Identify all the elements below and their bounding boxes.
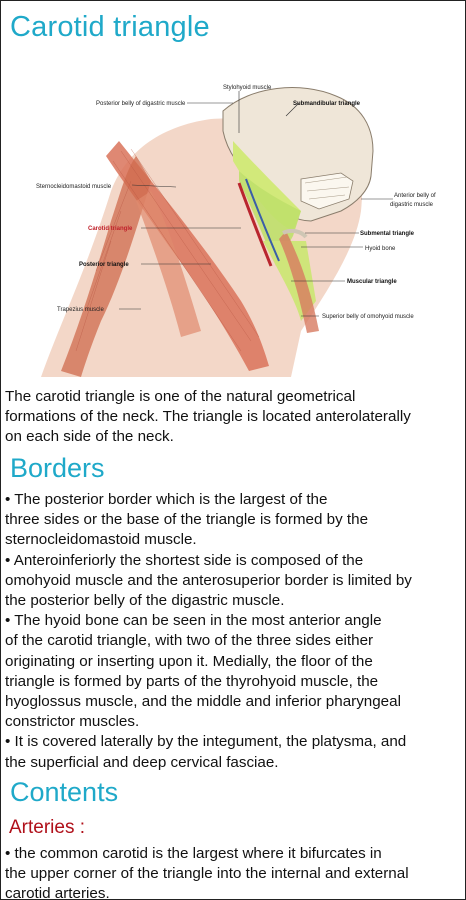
- label-trapezius: Trapezius muscle: [57, 307, 104, 313]
- anatomy-figure: Stylohyoid muscle Posterior belly of dig…: [1, 71, 465, 377]
- borders-line: sternocleidomastoid muscle.: [5, 531, 197, 549]
- borders-line: constrictor muscles.: [5, 713, 140, 731]
- label-submandibular: Submandibular triangle: [293, 101, 361, 107]
- borders-line: originating or inserting upon it. Medial…: [5, 652, 373, 670]
- contents-line: the upper corner of the triangle into th…: [5, 865, 409, 883]
- label-sternocleidomastoid: Sternocleidomastoid muscle: [36, 184, 112, 190]
- neck-illustration: Stylohyoid muscle Posterior belly of dig…: [36, 85, 436, 377]
- hyoid-bone-shape: [282, 228, 308, 239]
- borders-text: • The posterior border which is the larg…: [5, 490, 465, 773]
- contents-heading: Contents: [10, 777, 119, 807]
- borders-line: • Anteroinferiorly the shortest side is …: [5, 551, 364, 569]
- borders-heading: Borders: [10, 453, 105, 483]
- intro-line: formations of the neck. The triangle is …: [5, 408, 411, 426]
- label-anterior-belly: Anterior belly of: [394, 193, 436, 199]
- borders-line: three sides or the base of the triangle …: [5, 511, 369, 529]
- borders-line: omohyoid muscle and the anterosuperior b…: [5, 571, 412, 589]
- trapezius-shape: [61, 156, 151, 377]
- borders-line: • The posterior border which is the larg…: [5, 491, 328, 508]
- leader-lines: [119, 91, 393, 317]
- intro-line: on each side of the neck.: [5, 428, 174, 446]
- label-posterior-belly-digastric: Posterior belly of digastric muscle: [96, 101, 186, 107]
- muscle-fibers: [75, 148, 260, 352]
- label-hyoid: Hyoid bone: [365, 246, 396, 252]
- label-posterior-triangle: Posterior triangle: [79, 262, 129, 268]
- teeth-lines: [304, 176, 350, 200]
- arteries-heading: Arteries :: [9, 817, 86, 838]
- jugular-vein-shape: [245, 178, 280, 262]
- label-carotid-triangle: Carotid triangle: [88, 226, 133, 232]
- label-stylohyoid: Stylohyoid muscle: [223, 85, 272, 91]
- label-anterior-belly-2: digastric muscle: [390, 202, 434, 208]
- intro-paragraph: The carotid triangle is one of the natur…: [5, 387, 465, 448]
- borders-line: • It is covered laterally by the integum…: [5, 733, 407, 751]
- contents-line: • the common carotid is the largest wher…: [5, 845, 382, 862]
- carotid-artery-shape: [237, 182, 273, 267]
- label-submental: Submental triangle: [360, 231, 415, 237]
- label-superior-belly-omohyoid: Superior belly of omohyoid muscle: [322, 314, 414, 320]
- intro-line: The carotid triangle is one of the natur…: [5, 388, 356, 405]
- page-title: Carotid triangle: [10, 11, 210, 43]
- label-muscular-triangle: Muscular triangle: [347, 279, 397, 285]
- borders-line: of the carotid triangle, with two of the…: [5, 632, 374, 650]
- borders-line: the posterior belly of the digastric mus…: [5, 592, 285, 610]
- contents-text: • the common carotid is the largest wher…: [5, 844, 465, 900]
- borders-line: hyoglossus muscle, and the middle and in…: [5, 693, 401, 711]
- borders-line: the superficial and deep cervical fascia…: [5, 753, 279, 771]
- borders-line: • The hyoid bone can be seen in the most…: [5, 612, 382, 630]
- omohyoid-shape: [279, 231, 319, 333]
- contents-line: carotid arteries.: [5, 885, 110, 900]
- borders-line: triangle is formed by parts of the thyro…: [5, 672, 379, 690]
